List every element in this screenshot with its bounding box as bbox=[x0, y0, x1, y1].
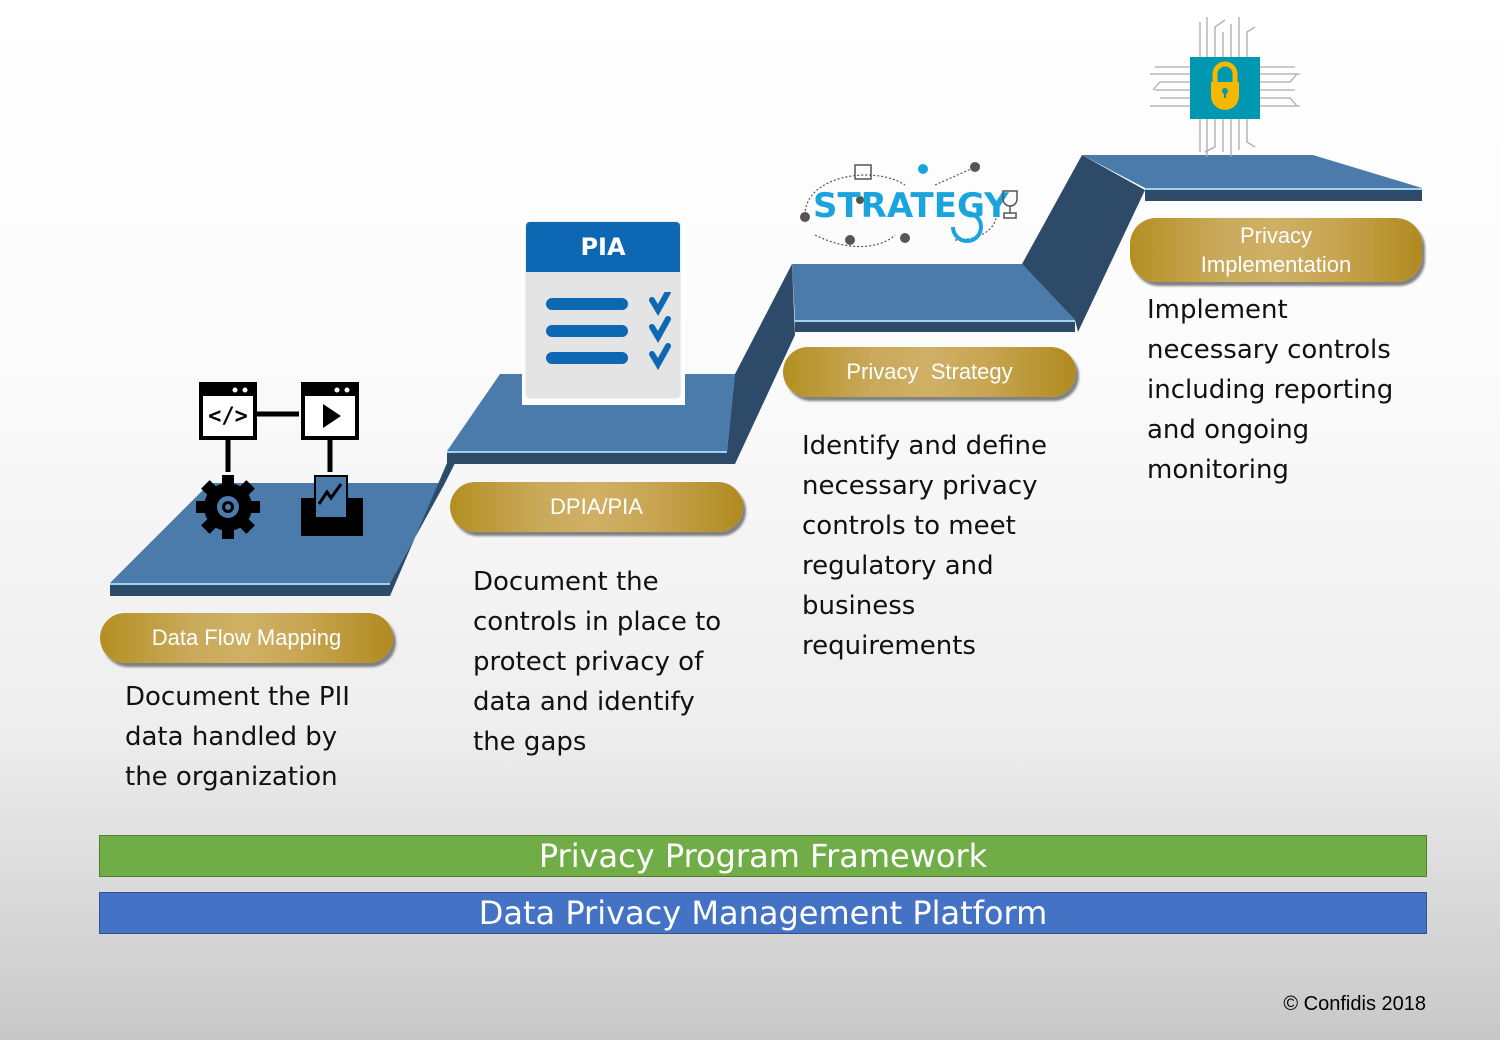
step-2-front bbox=[447, 451, 727, 464]
secure-chip-icon bbox=[1150, 17, 1300, 157]
description-line: Identify and define bbox=[802, 431, 1047, 461]
riser-2 bbox=[727, 264, 795, 464]
calendar-icon bbox=[854, 164, 872, 180]
description-line: Implement bbox=[1147, 295, 1288, 325]
description-line: necessary privacy bbox=[802, 471, 1038, 501]
report-tray-icon bbox=[301, 475, 363, 536]
label-line: Implementation bbox=[1200, 252, 1352, 277]
data-flow-icon: </> bbox=[196, 382, 363, 539]
trophy-icon bbox=[1002, 190, 1018, 219]
step-description-dpia-pia: Document the controls in place to protec… bbox=[473, 562, 721, 762]
gear-icon bbox=[196, 475, 260, 539]
description-line: data and identify bbox=[473, 687, 695, 717]
description-line: business bbox=[802, 591, 916, 621]
description-line: data handled by bbox=[125, 722, 338, 752]
step-description-privacy-implementation: Implement necessary controls including r… bbox=[1147, 290, 1393, 490]
description-line: controls in place to bbox=[473, 607, 722, 637]
data-privacy-management-platform-bar: Data Privacy Management Platform bbox=[99, 892, 1427, 934]
target-icon bbox=[951, 211, 983, 243]
step-description-privacy-strategy: Identify and define necessary privacy co… bbox=[802, 426, 1047, 666]
step-label-privacy-strategy: Privacy Strategy bbox=[783, 347, 1076, 397]
description-line: Document the bbox=[473, 567, 659, 597]
privacy-program-framework-bar: Privacy Program Framework bbox=[99, 835, 1427, 877]
step-3-top bbox=[792, 264, 1075, 320]
svg-text:</>: </> bbox=[208, 404, 248, 429]
description-line: Document the PII bbox=[125, 682, 350, 712]
step-4-top bbox=[1082, 155, 1422, 188]
description-line: the organization bbox=[125, 762, 338, 792]
step-description-data-flow-mapping: Document the PII data handled by the org… bbox=[125, 677, 350, 797]
description-line: and ongoing bbox=[1147, 415, 1310, 445]
description-line: requirements bbox=[802, 631, 976, 661]
gear-icon bbox=[845, 235, 855, 245]
strategy-icon: STRATEGY bbox=[800, 162, 1018, 248]
description-line: monitoring bbox=[1147, 455, 1289, 485]
lightbulb-icon bbox=[918, 164, 928, 174]
step-4-front bbox=[1145, 188, 1422, 201]
description-line: protect privacy of bbox=[473, 647, 704, 677]
copyright: © Confidis 2018 bbox=[1283, 993, 1426, 1015]
description-line: regulatory and bbox=[802, 551, 994, 581]
pia-header: PIA bbox=[526, 222, 680, 272]
lock-icon bbox=[1211, 61, 1239, 110]
label-line: Privacy bbox=[1239, 223, 1313, 248]
description-line: including reporting bbox=[1147, 375, 1394, 405]
checkmark-icon bbox=[649, 292, 671, 370]
step-label-dpia-pia: DPIA/PIA bbox=[450, 482, 743, 532]
step-3-front bbox=[795, 320, 1075, 332]
pia-document-icon: PIA bbox=[522, 222, 685, 405]
step-label-data-flow-mapping: Data Flow Mapping bbox=[100, 613, 393, 663]
riser-3 bbox=[1022, 155, 1145, 332]
play-window-icon bbox=[301, 382, 359, 440]
description-line: necessary controls bbox=[1147, 335, 1391, 365]
description-line: controls to meet bbox=[802, 511, 1016, 541]
step-label-privacy-implementation: Privacy Implementation bbox=[1130, 218, 1422, 282]
description-line: the gaps bbox=[473, 727, 587, 757]
step-1-front bbox=[110, 583, 390, 596]
code-window-icon: </> bbox=[199, 382, 257, 440]
